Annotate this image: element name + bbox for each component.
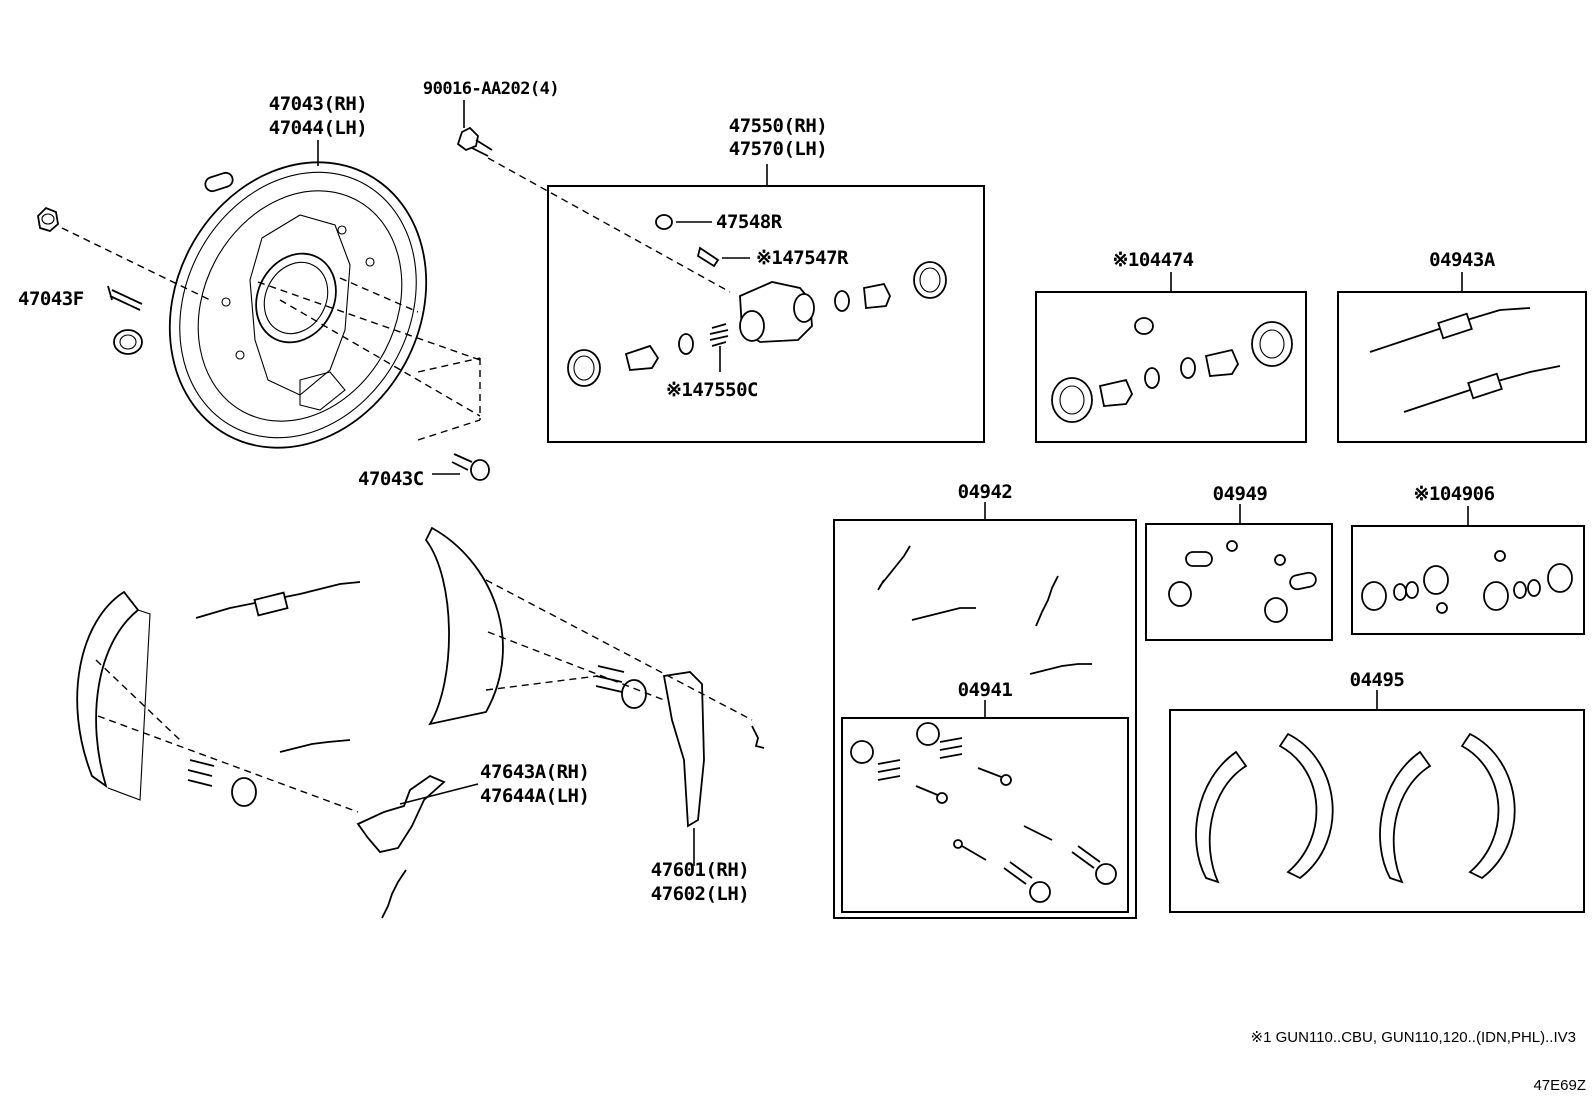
backing-plate-leaders bbox=[61, 157, 731, 441]
label-plug: 47043C bbox=[358, 468, 424, 490]
diagram-code: 47E69Z bbox=[1533, 1077, 1586, 1094]
kit-04495-drawing bbox=[1195, 732, 1516, 884]
nut-47043f-drawing bbox=[37, 206, 59, 233]
label-backing-plate-lh: 47044(LH) bbox=[269, 117, 367, 139]
shoe-leaders bbox=[95, 579, 753, 813]
label-kit-04474: ※104474 bbox=[1112, 249, 1193, 271]
label-kit-04495: 04495 bbox=[1350, 669, 1405, 691]
wheel-cylinder-drawing bbox=[567, 214, 947, 387]
label-nut: 47043F bbox=[18, 288, 84, 310]
label-lever-rh: 47643A(RH) bbox=[480, 761, 589, 783]
footnote: ※1 GUN110..CBU, GUN110,120..(IDN,PHL)..I… bbox=[1251, 1029, 1576, 1046]
kit-04474-drawing bbox=[1051, 317, 1293, 423]
brake-shoes-drawing bbox=[76, 526, 765, 919]
label-bolt: 90016-AA202(4) bbox=[423, 79, 559, 99]
label-kit-04949: 04949 bbox=[1213, 483, 1268, 505]
backing-plate-drawing bbox=[168, 161, 428, 449]
kit-04941-drawing bbox=[850, 722, 1117, 903]
bolt-90016-drawing bbox=[456, 126, 493, 157]
label-lever-lh: 47644A(LH) bbox=[480, 785, 589, 807]
label-bleeder-cap: 47548R bbox=[716, 211, 783, 233]
label-kit-04943a: 04943A bbox=[1429, 249, 1496, 271]
label-backing-plate-rh: 47043(RH) bbox=[269, 93, 367, 115]
kit-04906-drawing bbox=[1361, 550, 1573, 614]
label-shoe-lever-lh: 47602(LH) bbox=[651, 883, 749, 905]
label-bleeder-plug: ※147547R bbox=[756, 247, 849, 269]
label-kit-04942: 04942 bbox=[958, 481, 1013, 503]
wheel-cylinder-box bbox=[547, 185, 985, 443]
label-cup-spring: ※147550C bbox=[666, 379, 758, 401]
label-shoe-lever-rh: 47601(RH) bbox=[651, 859, 749, 881]
label-kit-04906: ※104906 bbox=[1413, 483, 1494, 505]
plug-47043c-drawing bbox=[451, 453, 490, 481]
label-wheel-cylinder-rh: 47550(RH) bbox=[729, 115, 827, 137]
kit-04949-box bbox=[1145, 523, 1333, 641]
stud-and-seal-drawing bbox=[107, 285, 143, 355]
label-kit-04941: 04941 bbox=[958, 679, 1013, 701]
label-wheel-cylinder-lh: 47570(LH) bbox=[729, 138, 827, 160]
kit-04949-drawing bbox=[1168, 540, 1317, 623]
kit-04943a-drawing bbox=[1369, 307, 1561, 413]
kit-04942-drawing bbox=[877, 545, 1092, 675]
